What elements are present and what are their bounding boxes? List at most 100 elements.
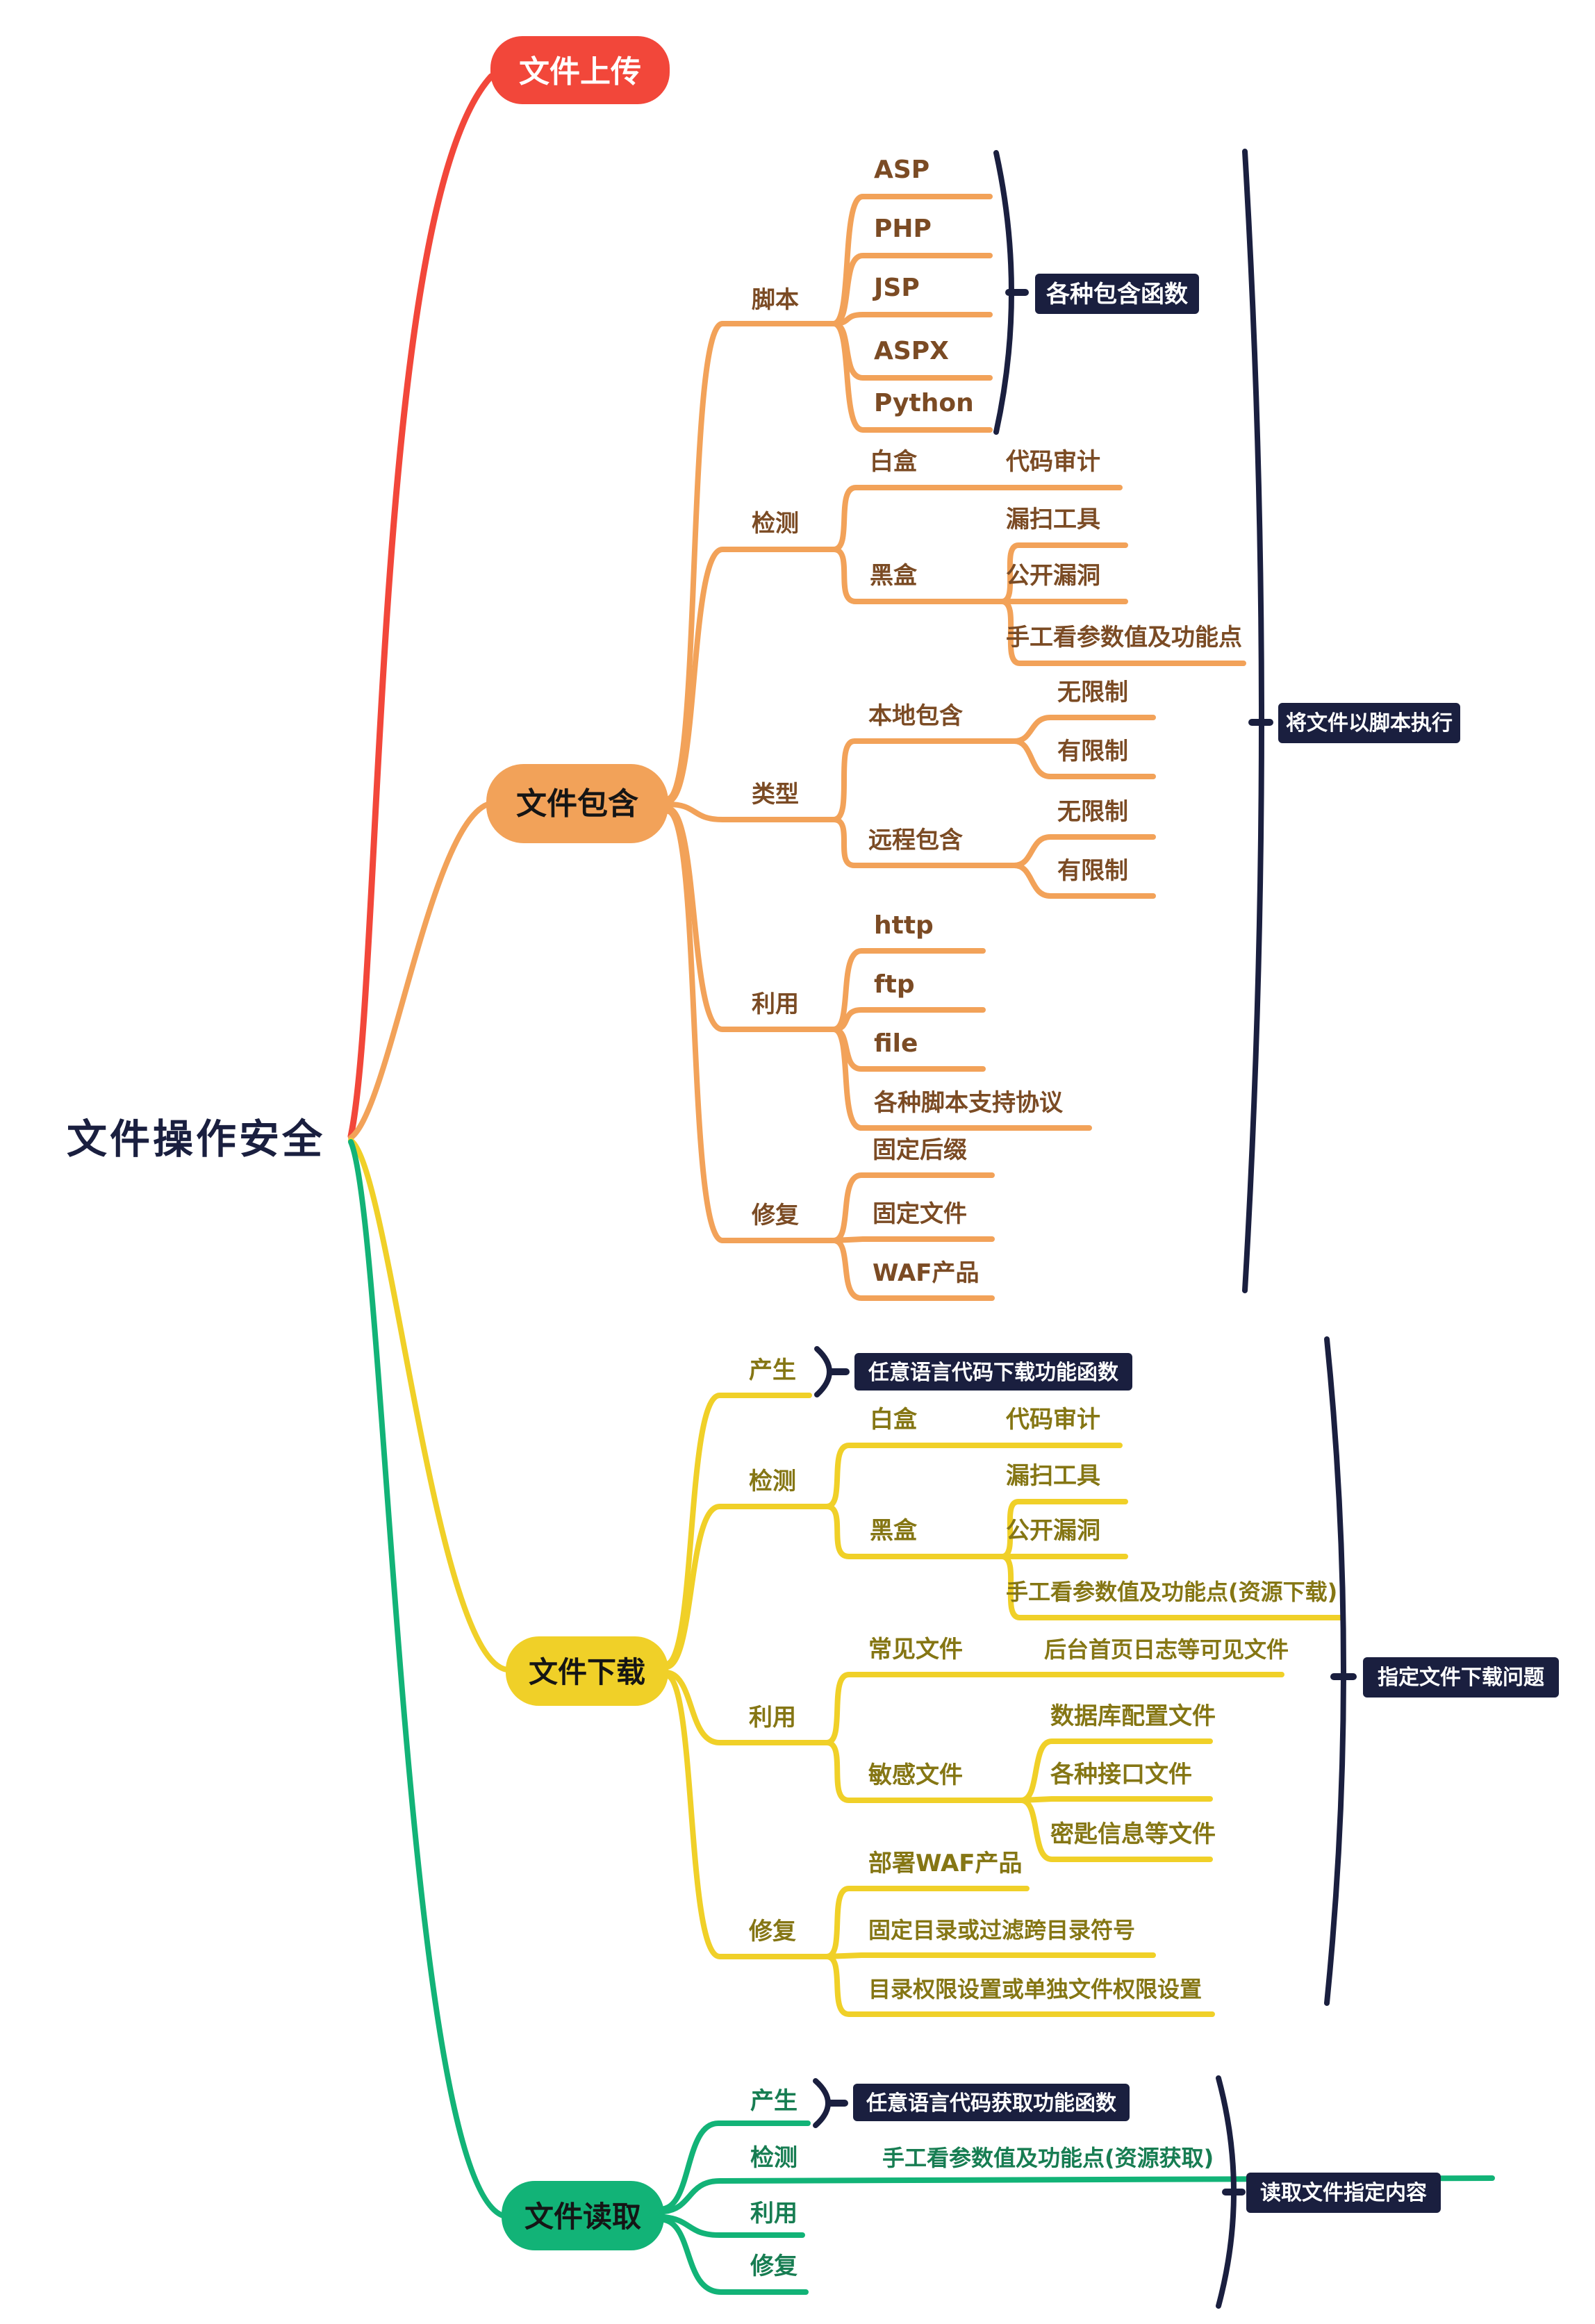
line-common-files — [824, 1672, 1284, 1745]
leaf-fix-waf[interactable]: WAF产品 — [873, 1259, 980, 1287]
line-jsp — [831, 312, 993, 326]
leaf-manual-check-read[interactable]: 手工看参数值及功能点(资源获取) — [882, 2145, 1214, 2171]
summary-execute-as-script-label[interactable]: 将文件以脚本执行 — [1286, 711, 1453, 736]
group-file-include: 文件包含 脚本 检测 类型 利用 修复 ASP PHP JSP ASPX Pyt… — [486, 149, 1460, 1301]
branch-curve-upload — [347, 73, 495, 1140]
leaf-scan-tool[interactable]: 漏扫工具 — [1006, 506, 1100, 533]
topic-exploit[interactable]: 利用 — [750, 2200, 798, 2227]
topic-detect[interactable]: 检测 — [752, 510, 799, 538]
leaf-jsp[interactable]: JSP — [872, 274, 920, 302]
summary-download-problem-box[interactable] — [1363, 1657, 1559, 1698]
root-topic[interactable]: 文件操作安全 — [67, 1115, 325, 1163]
summary-include-functions[interactable]: 各种包含函数 — [1035, 274, 1199, 314]
topic-fix[interactable]: 修复 — [751, 1202, 799, 1229]
node-file-download-label[interactable]: 文件下载 — [529, 1655, 645, 1689]
summary-include-functions-box[interactable] — [1035, 274, 1199, 314]
line-php — [831, 253, 993, 326]
leaf-ftp[interactable]: ftp — [874, 970, 915, 999]
leaf-python[interactable]: Python — [874, 389, 974, 417]
leaf-asp[interactable]: ASP — [874, 156, 929, 184]
topic-script[interactable]: 脚本 — [752, 286, 799, 314]
topic-produce[interactable]: 产生 — [750, 2087, 798, 2115]
topic-blackbox[interactable]: 黑盒 — [870, 562, 918, 590]
leaf-http[interactable]: http — [874, 911, 934, 940]
node-file-include-label[interactable]: 文件包含 — [516, 786, 639, 822]
line-remote-include — [831, 817, 1017, 868]
node-file-download-shape[interactable] — [506, 1636, 668, 1706]
leaf-deploy-waf[interactable]: 部署WAF产品 — [868, 1850, 1023, 1877]
leaf-public-vuln[interactable]: 公开漏洞 — [1006, 1517, 1100, 1545]
include-branch-lines — [666, 194, 1246, 1301]
summary-download-functions[interactable]: 任意语言代码下载功能函数 — [854, 1353, 1132, 1391]
leaf-remote-nolimit[interactable]: 无限制 — [1057, 798, 1128, 826]
leaf-manual-check-download[interactable]: 手工看参数值及功能点(资源下载) — [1006, 1579, 1337, 1605]
line-manual-check-download — [999, 1554, 1344, 1620]
leaf-script-protocols[interactable]: 各种脚本支持协议 — [874, 1089, 1064, 1117]
summary-download-problem[interactable]: 指定文件下载问题 — [1363, 1657, 1559, 1698]
line-fix — [666, 808, 836, 1243]
topic-produce[interactable]: 产生 — [749, 1356, 796, 1384]
node-file-include-shape[interactable] — [486, 764, 668, 843]
line-fix — [661, 2217, 809, 2295]
topic-detect[interactable]: 检测 — [749, 1468, 796, 1495]
leaf-aspx[interactable]: ASPX — [874, 337, 949, 365]
leaf-fix-dir[interactable]: 固定目录或过滤跨目录符号 — [868, 1917, 1135, 1943]
leaf-fix-suffix[interactable]: 固定后缀 — [873, 1136, 967, 1164]
summary-download-functions-box[interactable] — [854, 1353, 1132, 1391]
topic-local-include[interactable]: 本地包含 — [868, 702, 964, 730]
node-file-read[interactable]: 文件读取 — [502, 2181, 664, 2250]
leaf-db-config[interactable]: 数据库配置文件 — [1050, 1702, 1216, 1730]
summary-read-content-box[interactable] — [1246, 2173, 1441, 2213]
leaf-remote-limit[interactable]: 有限制 — [1057, 857, 1128, 885]
node-file-download[interactable]: 文件下载 — [506, 1636, 668, 1706]
line-whitebox-row — [824, 1443, 1123, 1509]
topic-exploit[interactable]: 利用 — [752, 990, 799, 1018]
node-file-include[interactable]: 文件包含 — [486, 764, 668, 843]
topic-remote-include[interactable]: 远程包含 — [868, 827, 964, 854]
topic-sensitive-files[interactable]: 敏感文件 — [868, 1761, 963, 1789]
summary-read-content-label[interactable]: 读取文件指定内容 — [1260, 2181, 1427, 2205]
leaf-code-audit[interactable]: 代码审计 — [1005, 448, 1100, 476]
leaf-scan-tool[interactable]: 漏扫工具 — [1006, 1462, 1100, 1490]
leaf-dir-perms[interactable]: 目录权限设置或单独文件权限设置 — [868, 1976, 1202, 2002]
summary-read-functions-box[interactable] — [853, 2084, 1130, 2121]
line-fix-dir — [824, 1952, 1156, 1959]
leaf-file[interactable]: file — [874, 1029, 918, 1058]
leaf-visible-files[interactable]: 后台首页日志等可见文件 — [1044, 1636, 1289, 1663]
leaf-local-nolimit[interactable]: 无限制 — [1057, 679, 1128, 706]
summary-include-functions-label[interactable]: 各种包含函数 — [1046, 281, 1188, 308]
topic-exploit[interactable]: 利用 — [749, 1704, 796, 1732]
leaf-key-info[interactable]: 密匙信息等文件 — [1050, 1820, 1216, 1848]
node-file-upload[interactable]: 文件上传 — [490, 36, 670, 104]
topic-fix[interactable]: 修复 — [748, 1918, 796, 1945]
summary-read-content[interactable]: 读取文件指定内容 — [1246, 2173, 1441, 2213]
line-sensitive-files — [824, 1740, 1024, 1803]
leaf-local-limit[interactable]: 有限制 — [1057, 738, 1128, 765]
node-file-upload-shape[interactable] — [490, 36, 670, 104]
node-file-read-shape[interactable] — [502, 2181, 664, 2250]
leaf-fix-file[interactable]: 固定文件 — [873, 1200, 967, 1228]
line-manual-check — [999, 599, 1246, 666]
leaf-manual-check[interactable]: 手工看参数值及功能点 — [1006, 624, 1242, 651]
topic-type[interactable]: 类型 — [752, 781, 799, 808]
summary-execute-as-script[interactable]: 将文件以脚本执行 — [1278, 703, 1460, 743]
topic-detect[interactable]: 检测 — [750, 2144, 798, 2172]
topic-whitebox[interactable]: 白盒 — [870, 1406, 918, 1434]
summary-read-functions-label[interactable]: 任意语言代码获取功能函数 — [866, 2091, 1117, 2116]
line-script — [666, 321, 836, 802]
read-produce-bracket — [813, 2078, 831, 2128]
summary-execute-as-script-box[interactable] — [1278, 703, 1460, 743]
leaf-interface-files[interactable]: 各种接口文件 — [1050, 1761, 1192, 1788]
node-file-upload-label[interactable]: 文件上传 — [519, 54, 641, 90]
node-file-read-label[interactable]: 文件读取 — [524, 2200, 641, 2234]
topic-fix[interactable]: 修复 — [750, 2252, 798, 2280]
leaf-public-vuln[interactable]: 公开漏洞 — [1006, 562, 1100, 590]
topic-whitebox[interactable]: 白盒 — [870, 448, 918, 476]
topic-common-files[interactable]: 常见文件 — [868, 1636, 963, 1663]
summary-download-problem-label[interactable]: 指定文件下载问题 — [1378, 1666, 1544, 1690]
leaf-php[interactable]: PHP — [874, 215, 932, 243]
leaf-code-audit[interactable]: 代码审计 — [1005, 1406, 1100, 1434]
summary-download-functions-label[interactable]: 任意语言代码下载功能函数 — [868, 1361, 1119, 1385]
topic-blackbox[interactable]: 黑盒 — [870, 1517, 918, 1545]
summary-read-functions[interactable]: 任意语言代码获取功能函数 — [853, 2084, 1130, 2121]
